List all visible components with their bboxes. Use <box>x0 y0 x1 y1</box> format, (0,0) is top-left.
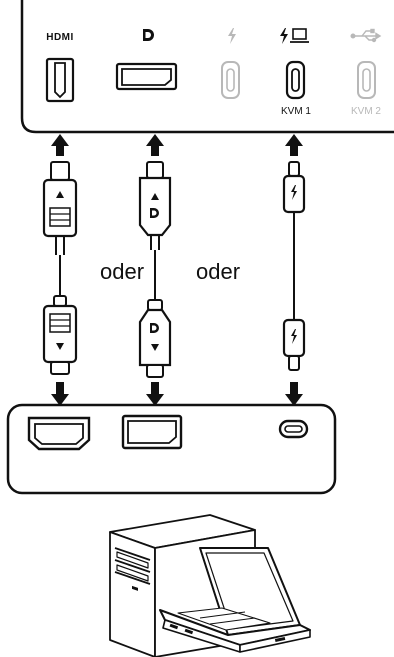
computer-displayport-port <box>121 414 183 450</box>
kvm2-label: KVM 2 <box>351 106 381 117</box>
usb-icon <box>350 28 382 43</box>
up-arrow-hdmi <box>51 134 69 156</box>
kvm1-label: KVM 1 <box>281 106 311 117</box>
computer-illustration <box>109 514 311 657</box>
monitor-usb-c-port-kvm2 <box>357 61 376 99</box>
displayport-cable <box>138 161 172 378</box>
down-arrow-hdmi <box>51 382 69 406</box>
thunderbolt-icon <box>228 28 236 44</box>
monitor-displayport-port <box>115 62 178 91</box>
computer-hdmi-port <box>27 416 91 451</box>
or-label-1: oder <box>100 259 144 284</box>
up-arrow-displayport <box>146 134 164 156</box>
hdmi-cable <box>42 161 78 375</box>
computer-port-panel <box>6 403 337 495</box>
usb-c-cable <box>282 161 306 371</box>
or-label-2: oder <box>196 259 240 284</box>
thunderbolt-laptop-icon <box>280 28 309 44</box>
displayport-icon <box>143 29 154 41</box>
computer-usb-c-port <box>278 419 309 439</box>
down-arrows <box>51 382 303 406</box>
monitor-usb-c-port-inactive <box>221 61 240 99</box>
down-arrow-displayport <box>146 382 164 406</box>
hdmi-label: HDMI <box>46 32 74 43</box>
down-arrow-usb-c <box>285 382 303 406</box>
up-arrow-usb-c <box>285 134 303 156</box>
monitor-usb-c-port-kvm1 <box>285 60 306 100</box>
monitor-port-panel: HDMI <box>20 0 394 134</box>
up-arrows <box>51 134 303 156</box>
monitor-hdmi-port <box>45 57 75 103</box>
